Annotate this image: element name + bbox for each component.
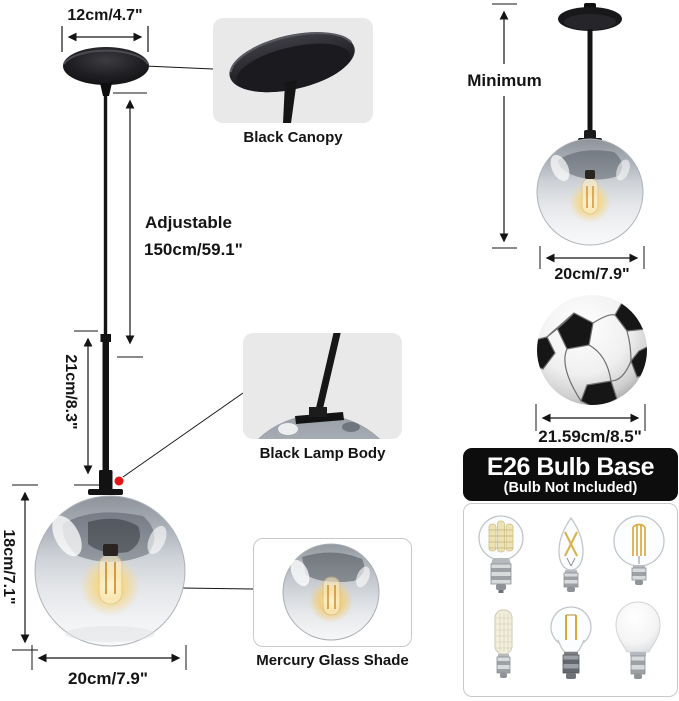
canopy-callout-label: Black Canopy <box>243 129 343 146</box>
shade-callout-label: Mercury Glass Shade <box>256 652 409 669</box>
pendant-width-text: 20cm/7.9" <box>554 266 630 283</box>
body-callout-connector <box>114 392 244 486</box>
black-canopy-closeup-icon <box>229 32 355 123</box>
adjustable-label: Adjustable <box>145 213 232 232</box>
adjustable-length-text: 150cm/59.1" <box>144 240 243 259</box>
shade-width-text: 20cm/7.9" <box>68 669 148 688</box>
candle-filament-bulb-icon <box>558 516 584 592</box>
body-callout-label: Black Lamp Body <box>259 445 386 462</box>
red-dot-body <box>114 476 124 486</box>
compatible-bulbs-panel <box>463 503 678 697</box>
lamp-body-rod <box>88 334 123 495</box>
canopy-width-dimension <box>61 26 149 52</box>
canopy-callout-box <box>213 18 373 123</box>
minimum-height-dimension <box>492 3 517 249</box>
black-lamp-body-closeup-icon <box>257 333 381 439</box>
shade-callout-box <box>253 538 412 647</box>
shade-height-text: 18cm/7.1" <box>0 529 17 605</box>
corn-tube-bulb-icon <box>494 609 513 678</box>
adjustable-length-dimension <box>113 92 147 358</box>
bulb-base-subtitle: (Bulb Not Included) <box>503 479 638 496</box>
shade-width-dimension <box>31 645 187 670</box>
black-canopy-icon <box>63 47 149 96</box>
corn-globe-bulb-icon <box>478 515 524 593</box>
pendant-lamp-icon <box>536 3 644 246</box>
body-height-dimension <box>74 330 100 486</box>
a19-led-bulb-icon <box>615 601 661 679</box>
s14-filament-bulb-icon <box>550 606 592 679</box>
body-height-text: 21cm/8.3" <box>62 354 79 430</box>
soccer-ball-icon <box>537 295 647 405</box>
ball-width-dimension <box>535 404 646 431</box>
shade-height-dimension <box>12 484 38 651</box>
mercury-glass-closeup-icon <box>282 543 380 641</box>
bulb-base-header: E26 Bulb Base (Bulb Not Included) <box>463 448 678 501</box>
canopy-width-text: 12cm/4.7" <box>67 7 143 24</box>
mercury-glass-shade-icon <box>34 495 186 647</box>
body-callout-box <box>243 333 402 439</box>
globe-filament-bulb-icon <box>613 515 665 585</box>
minimum-label: Minimum <box>467 71 542 90</box>
ball-width-text: 21.59cm/8.5" <box>538 427 642 446</box>
pendant-width-dimension <box>539 246 645 269</box>
bulb-base-title: E26 Bulb Base <box>486 452 655 481</box>
